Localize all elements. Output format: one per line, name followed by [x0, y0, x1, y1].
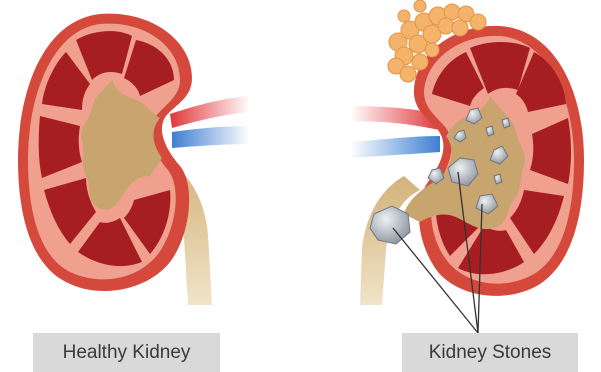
healthy-kidney — [18, 14, 250, 305]
healthy-kidney-label: Healthy Kidney — [63, 342, 191, 364]
kidney-stones-label: Kidney Stones — [429, 342, 552, 364]
stone-kidney — [350, 0, 584, 333]
healthy-kidney-caption: Healthy Kidney — [33, 333, 220, 372]
renal-vein-right — [350, 136, 440, 158]
renal-artery-left — [170, 96, 250, 128]
kidney-stones-caption: Kidney Stones — [402, 333, 578, 372]
renal-vein-left — [172, 126, 250, 148]
